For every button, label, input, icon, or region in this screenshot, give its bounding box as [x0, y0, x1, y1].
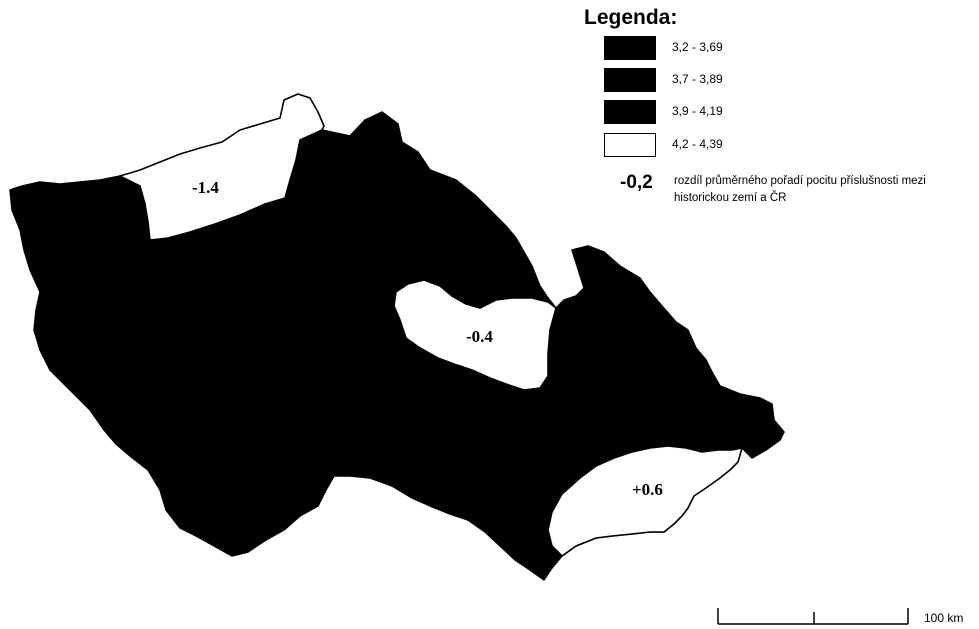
region-central-white — [393, 279, 557, 391]
legend-item-1: 3,2 - 3,69 — [604, 36, 804, 62]
difference-description: rozdíl průměrného pořadí pocitu příslušn… — [674, 175, 926, 204]
legend-range-label: 3,9 - 4,19 — [672, 104, 723, 118]
scale-label: 100 km — [924, 611, 964, 625]
region-southeast-white — [547, 445, 743, 557]
legend-swatch — [604, 100, 656, 124]
legend-title: Legenda: — [584, 6, 678, 29]
legend-item-3: 3,9 - 4,19 — [604, 100, 804, 126]
region-label-southeast: +0.6 — [632, 480, 663, 499]
legend-range-label: 3,2 - 3,69 — [672, 40, 723, 54]
legend-range-label: 4,2 - 4,39 — [672, 137, 723, 151]
legend-item-2: 3,7 - 3,89 — [604, 68, 804, 94]
scale-bar: 100 km — [716, 604, 976, 628]
legend-swatch — [604, 68, 656, 92]
legend-swatch — [604, 36, 656, 60]
region-north-white — [119, 93, 325, 241]
scale-bar-graphic — [717, 608, 909, 625]
region-label-central: -0.4 — [466, 327, 493, 346]
legend-swatch — [604, 133, 656, 157]
region-label-north: -1.4 — [192, 178, 219, 197]
difference-example-value: -0,2 — [620, 172, 653, 193]
legend-range-label: 3,7 - 3,89 — [672, 72, 723, 86]
legend-item-4: 4,2 - 4,39 — [604, 133, 804, 159]
